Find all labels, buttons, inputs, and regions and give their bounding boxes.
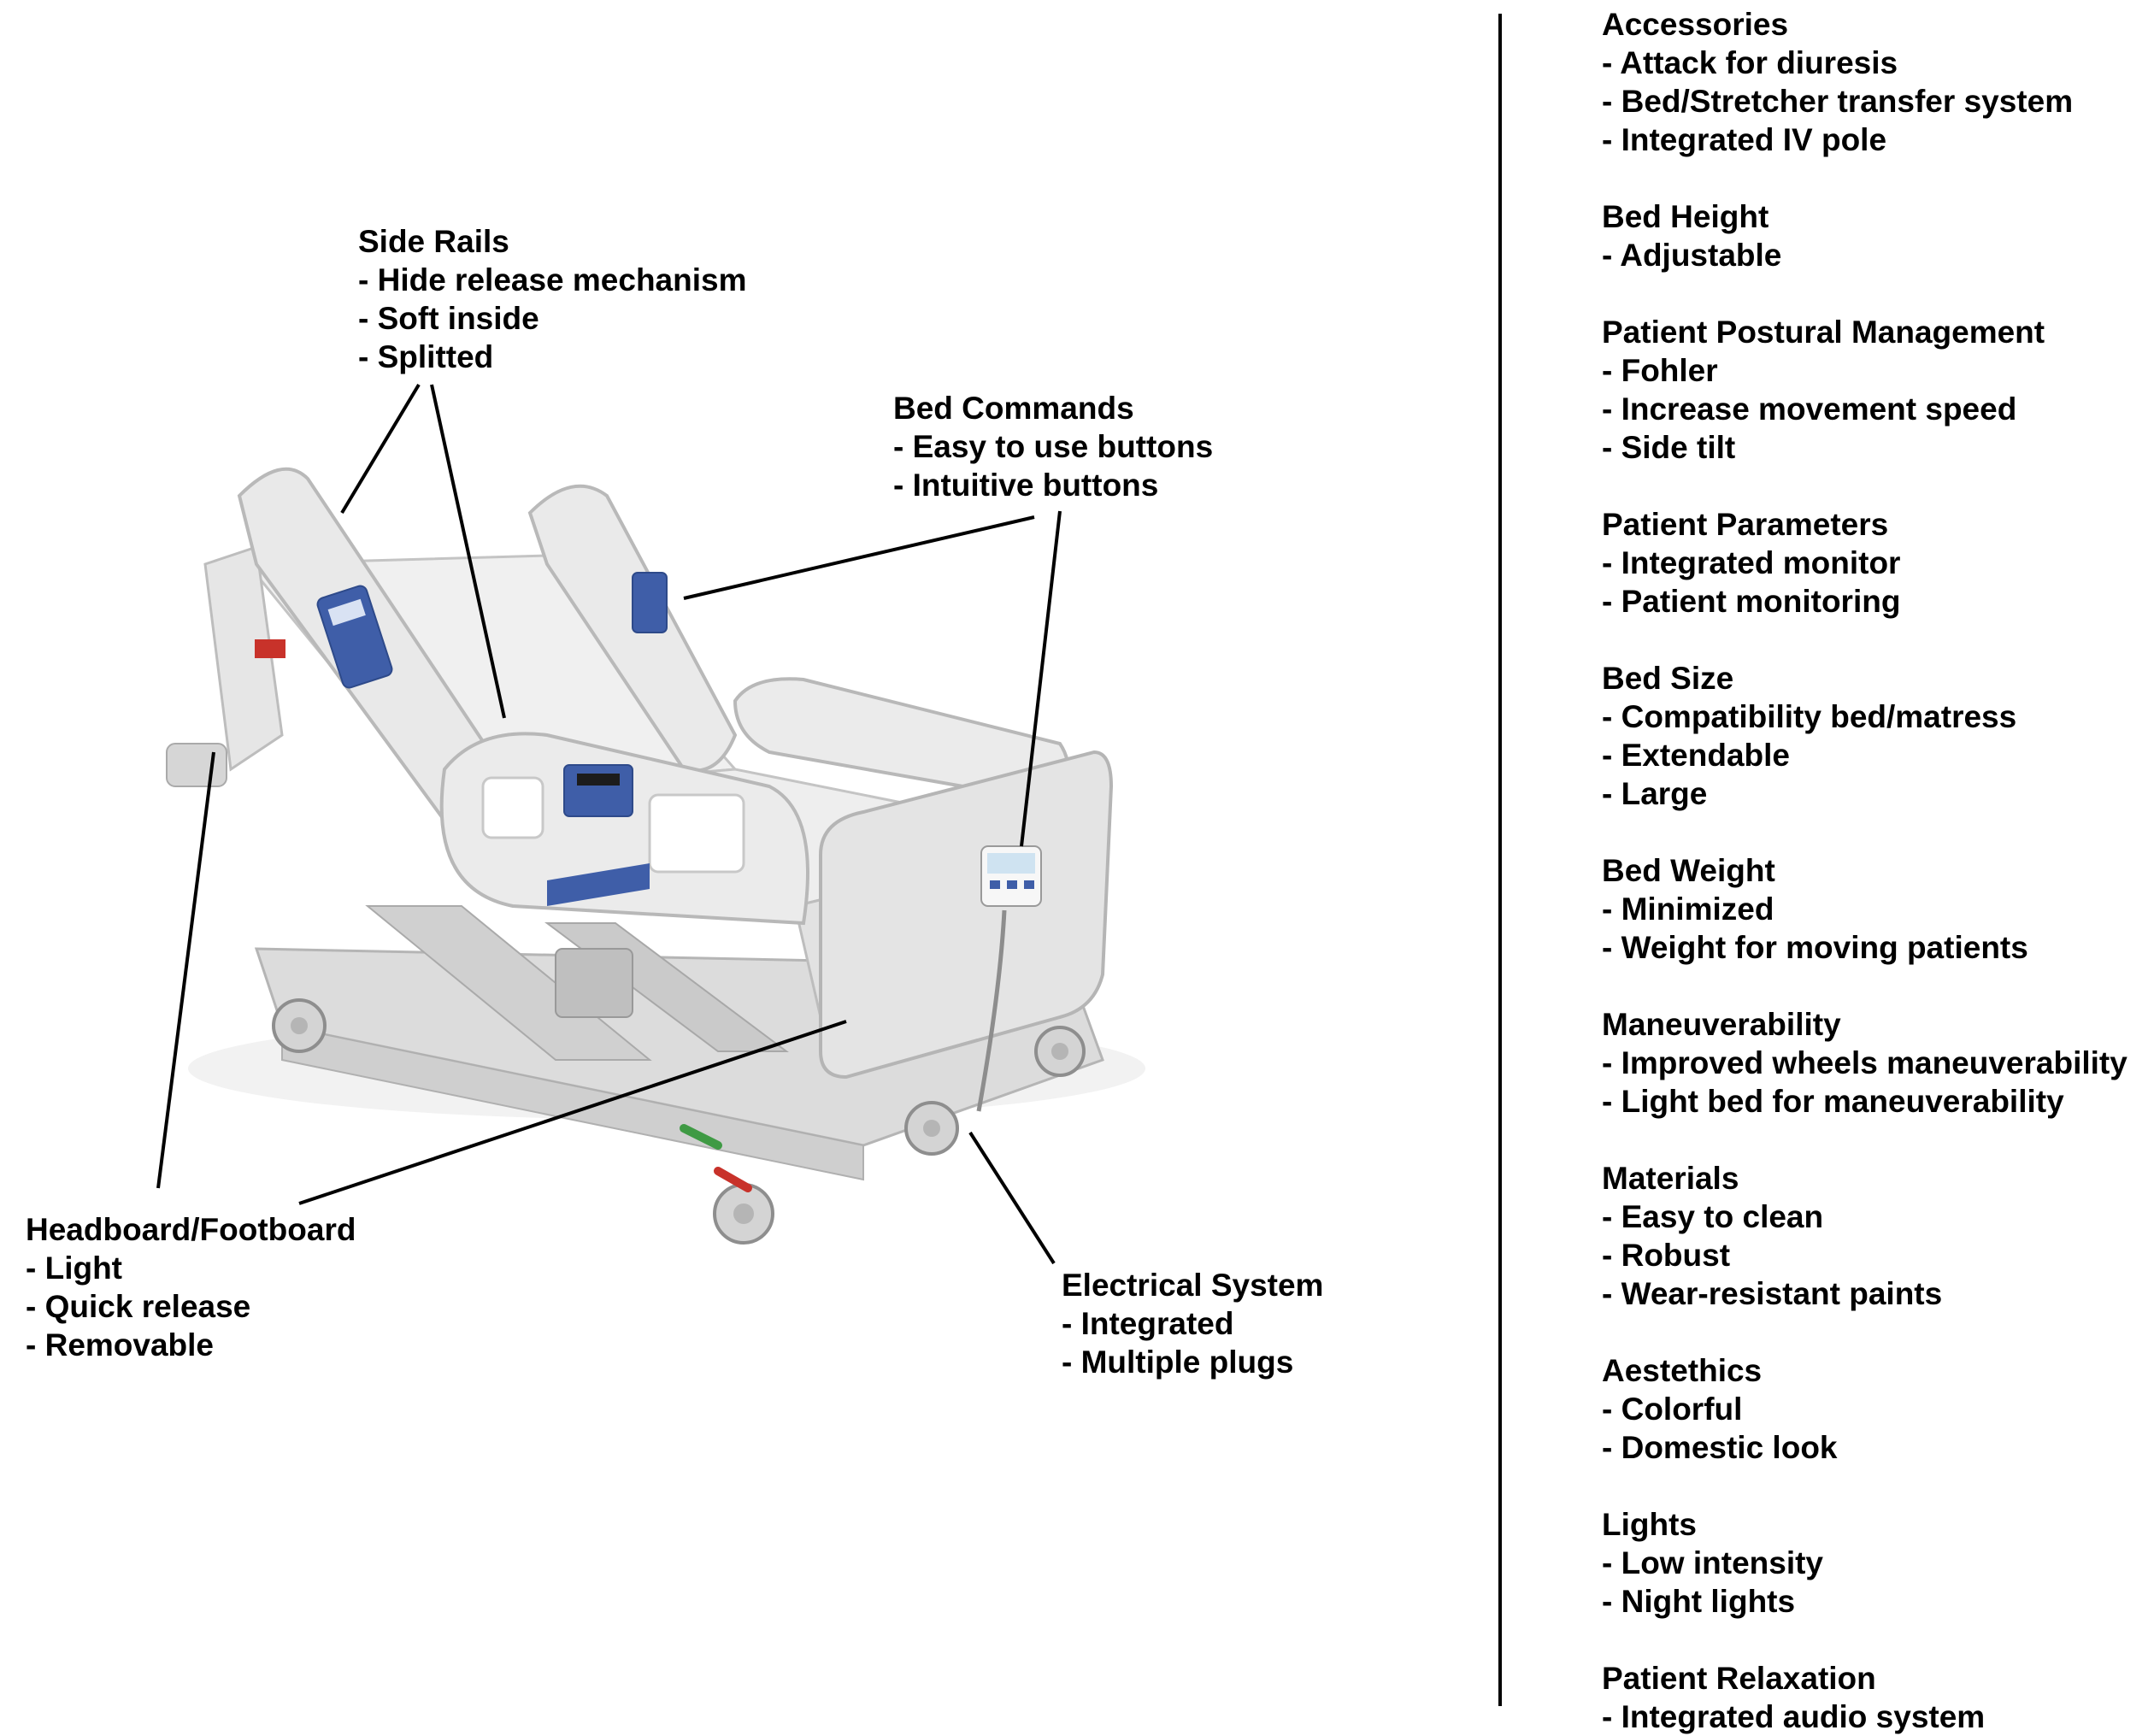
electrical-system-item: - Integrated [1062,1306,1234,1341]
leader-lines [156,383,1062,1265]
vertical-divider [1498,14,1502,1706]
headboard-footboard-title: Headboard/Footboard [26,1212,356,1247]
leader-line-side-rails-b [430,384,506,719]
requirement-title: Patient Postural Management [1602,315,2045,350]
requirement-item: - Integrated IV pole [1602,122,1887,157]
electrical-system-callout: Electrical System - Integrated - Multipl… [1062,1266,1323,1381]
requirement-title: Bed Weight [1602,853,1775,888]
requirement-title: Aestethics [1602,1353,1763,1388]
requirement-item: - Improved wheels maneuverability [1602,1045,2128,1080]
requirement-item: - Weight for moving patients [1602,930,2028,965]
requirement-title: Patient Relaxation [1602,1661,1876,1696]
requirement-group-accessories: Accessories - Attack for diuresis - Bed/… [1602,5,2128,159]
requirement-title: Accessories [1602,7,1789,42]
requirement-item: - Integrated monitor [1602,545,1901,580]
bed-commands-item: - Easy to use buttons [893,429,1214,464]
requirement-item: - Bed/Stretcher transfer system [1602,84,2074,119]
side-rails-item: - Hide release mechanism [358,262,747,297]
requirement-group-bed-weight: Bed Weight - Minimized - Weight for movi… [1602,851,2128,967]
requirement-group-maneuverability: Maneuverability - Improved wheels maneuv… [1602,1005,2128,1121]
requirement-group-postural-management: Patient Postural Management - Fohler - I… [1602,313,2128,467]
requirement-item: - Colorful [1602,1392,1743,1427]
requirement-item: - Adjustable [1602,238,1782,273]
requirement-item: - Attack for diuresis [1602,45,1898,80]
requirement-item: - Patient monitoring [1602,584,1901,619]
requirement-item: - Robust [1602,1238,1731,1273]
side-rails-title: Side Rails [358,224,509,259]
leader-line-side-rails-a [340,383,421,515]
side-rails-item: - Soft inside [358,301,539,336]
requirement-title: Materials [1602,1161,1739,1196]
requirement-group-bed-height: Bed Height - Adjustable [1602,197,2128,274]
requirement-item: - Wear-resistant paints [1602,1276,1943,1311]
requirement-group-materials: Materials - Easy to clean - Robust - Wea… [1602,1159,2128,1313]
requirement-item: - Side tilt [1602,430,1736,465]
requirement-item: - Fohler [1602,353,1718,388]
requirement-group-aesthetics: Aestethics - Colorful - Domestic look [1602,1351,2128,1467]
side-rails-item: - Splitted [358,339,494,374]
headboard-footboard-item: - Quick release [26,1289,251,1324]
requirement-group-patient-relaxation: Patient Relaxation - Integrated audio sy… [1602,1659,2128,1736]
leader-line-headboard [156,751,215,1189]
requirement-title: Patient Parameters [1602,507,1889,542]
requirement-title: Bed Size [1602,661,1734,696]
bed-commands-callout: Bed Commands - Easy to use buttons - Int… [893,389,1213,504]
requirement-item: - Domestic look [1602,1430,1838,1465]
headboard-footboard-callout: Headboard/Footboard - Light - Quick rele… [26,1210,356,1364]
requirement-item: - Night lights [1602,1584,1796,1619]
electrical-system-item: - Multiple plugs [1062,1345,1294,1380]
headboard-footboard-item: - Removable [26,1327,215,1362]
leader-line-electrical [968,1131,1056,1265]
requirement-item: - Increase movement speed [1602,391,2017,427]
requirement-group-patient-parameters: Patient Parameters - Integrated monitor … [1602,505,2128,621]
requirement-item: - Extendable [1602,738,1790,773]
requirement-title: Lights [1602,1507,1697,1542]
requirement-item: - Minimized [1602,892,1774,927]
hospital-bed-illustration [166,467,1145,1245]
bed-commands-item: - Intuitive buttons [893,468,1159,503]
requirement-item: - Large [1602,776,1708,811]
headboard-footboard-item: - Light [26,1251,123,1286]
electrical-system-title: Electrical System [1062,1268,1324,1303]
requirement-item: - Low intensity [1602,1545,1823,1580]
leader-line-bed-commands-a [683,515,1035,600]
requirement-title: Maneuverability [1602,1007,1841,1042]
requirements-list: Accessories - Attack for diuresis - Bed/… [1602,5,2128,1736]
requirement-item: - Integrated audio system [1602,1699,1986,1734]
requirement-group-bed-size: Bed Size - Compatibility bed/matress - E… [1602,659,2128,813]
requirement-item: - Light bed for maneuverability [1602,1084,2064,1119]
requirement-group-lights: Lights - Low intensity - Night lights [1602,1505,2128,1621]
leader-line-footboard [298,1020,847,1205]
requirement-title: Bed Height [1602,199,1769,234]
bed-commands-title: Bed Commands [893,391,1134,426]
side-rails-callout: Side Rails - Hide release mechanism - So… [358,222,747,376]
requirement-item: - Easy to clean [1602,1199,1824,1234]
leader-line-bed-commands-b [1020,510,1062,847]
requirement-item: - Compatibility bed/matress [1602,699,2017,734]
